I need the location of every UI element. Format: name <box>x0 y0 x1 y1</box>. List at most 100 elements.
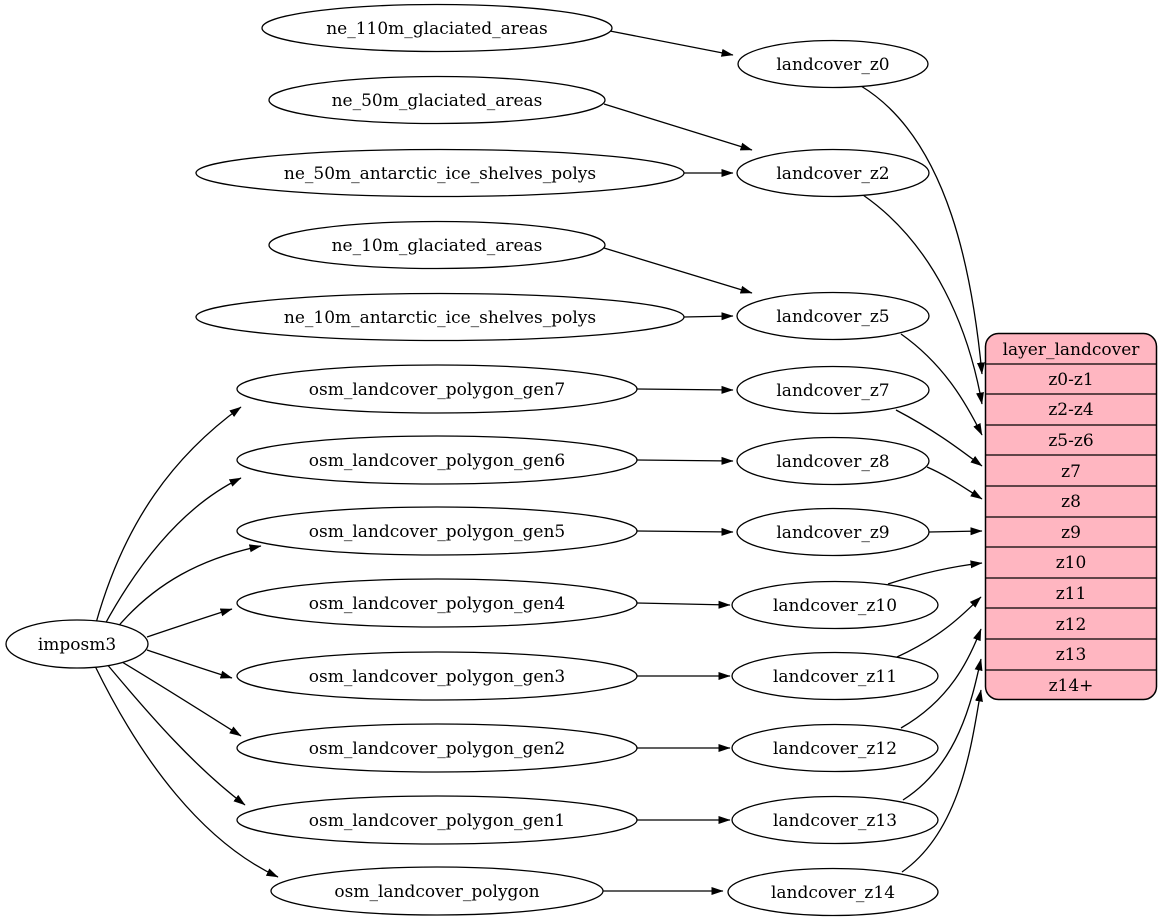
node-ne-50m-antarctic-ice-shelves-polys: ne_50m_antarctic_ice_shelves_polys <box>195 148 685 198</box>
ellipse <box>270 866 604 916</box>
node-landcover-z0: landcover_z0 <box>737 39 929 89</box>
edge-z2-row-z2z4 <box>862 194 984 405</box>
node-osm-landcover-polygon-gen4: osm_landcover_polygon_gen4 <box>236 578 638 628</box>
label: osm_landcover_polygon_gen7 <box>309 380 565 400</box>
record-row-z7: z7 <box>1061 462 1081 482</box>
ellipse <box>731 580 939 630</box>
label: landcover_z9 <box>776 523 889 543</box>
label: landcover_z5 <box>776 307 889 327</box>
label: osm_landcover_polygon <box>334 882 539 902</box>
node-imposm3: imposm3 <box>5 619 149 669</box>
edge-imposm3-gen2 <box>116 658 242 737</box>
edge-ne50m-glaciated-z2 <box>603 103 753 151</box>
node-osm-landcover-polygon-gen7: osm_landcover_polygon_gen7 <box>236 364 638 414</box>
node-landcover-z9: landcover_z9 <box>736 507 930 557</box>
ellipse <box>236 795 638 845</box>
label: landcover_z7 <box>776 381 889 401</box>
label: landcover_z13 <box>773 811 897 831</box>
imposm3-label: imposm3 <box>38 635 116 655</box>
edge-imposm3-gen5 <box>114 544 262 631</box>
edge-z13-row-z13 <box>902 658 983 801</box>
ellipse <box>236 506 638 556</box>
label: osm_landcover_polygon_gen1 <box>309 811 565 831</box>
edge-imposm3-gen3 <box>146 649 233 679</box>
edge-gen6-z8 <box>636 456 734 465</box>
node-landcover-z11: landcover_z11 <box>731 651 939 701</box>
edge-gen5-z9 <box>636 527 734 536</box>
edge-z14-row-z14 <box>901 689 983 873</box>
record-row-z9: z9 <box>1061 523 1081 543</box>
record-row-z10: z10 <box>1056 553 1087 573</box>
edge-ne10m-antarctic-z5 <box>683 312 734 321</box>
label: osm_landcover_polygon_gen3 <box>309 667 565 687</box>
edge-z10-row-z10 <box>887 560 983 585</box>
node-landcover-z10: landcover_z10 <box>731 580 939 630</box>
node-landcover-z13: landcover_z13 <box>731 795 939 845</box>
node-ne-50m-glaciated-areas: ne_50m_glaciated_areas <box>268 75 606 125</box>
ellipse <box>195 292 685 342</box>
ellipse <box>236 723 638 773</box>
edge-z12-row-z12 <box>900 628 982 729</box>
record-row-z13: z13 <box>1056 645 1087 665</box>
label: landcover_z2 <box>776 164 889 184</box>
ellipse <box>268 75 606 125</box>
record-row-z12: z12 <box>1056 615 1087 635</box>
record-title: layer_landcover <box>1003 340 1141 360</box>
node-landcover-z12: landcover_z12 <box>731 723 939 773</box>
edge-imposm3-gen6 <box>103 477 242 627</box>
record-row-z2-z4: z2-z4 <box>1048 400 1093 420</box>
ellipse <box>736 291 930 341</box>
edge-imposm3-gen1 <box>105 662 246 806</box>
label: ne_110m_glaciated_areas <box>326 19 548 39</box>
node-landcover-z2: landcover_z2 <box>736 148 930 198</box>
record-row-z5-z6: z5-z6 <box>1048 431 1093 451</box>
edges-imposm3 <box>94 406 279 878</box>
label: ne_50m_glaciated_areas <box>332 91 543 111</box>
edge-z8-row-z8 <box>926 466 983 500</box>
ellipse <box>236 435 638 485</box>
edge-imposm3-gen7 <box>95 406 242 624</box>
ellipse <box>736 148 930 198</box>
record-row-z8: z8 <box>1061 492 1081 512</box>
edge-z9-row-z9 <box>928 527 983 536</box>
edge-z0-row-z0z1 <box>860 85 985 375</box>
ellipse <box>727 867 939 917</box>
edge-gen4-z10 <box>636 600 731 609</box>
ellipse <box>195 148 685 198</box>
record-row-z11: z11 <box>1056 584 1087 604</box>
node-landcover-z8: landcover_z8 <box>736 436 930 486</box>
record-row-z0-z1: z0-z1 <box>1048 370 1093 390</box>
edge-z7-row-z7 <box>895 409 983 467</box>
ellipse <box>236 578 638 628</box>
ellipse <box>268 220 606 270</box>
node-ne-110m-glaciated-areas: ne_110m_glaciated_areas <box>261 3 613 53</box>
label: landcover_z12 <box>773 739 897 759</box>
ellipse <box>736 436 930 486</box>
edge-ne10m-glaciated-z5 <box>603 247 753 294</box>
node-osm-landcover-polygon-gen3: osm_landcover_polygon_gen3 <box>236 651 638 701</box>
label: landcover_z0 <box>776 55 889 75</box>
edge-z11-row-z11 <box>896 596 982 658</box>
record-separators <box>985 363 1157 671</box>
record-row-z14: z14+ <box>1049 676 1094 696</box>
node-ne-10m-antarctic-ice-shelves-polys: ne_10m_antarctic_ice_shelves_polys <box>195 292 685 342</box>
ellipse <box>731 651 939 701</box>
node-landcover-z7: landcover_z7 <box>736 365 930 415</box>
label: osm_landcover_polygon_gen5 <box>309 522 565 542</box>
label: landcover_z14 <box>771 883 895 903</box>
ellipse <box>236 651 638 701</box>
node-ne-10m-glaciated-areas: ne_10m_glaciated_areas <box>268 220 606 270</box>
ellipse <box>736 507 930 557</box>
node-osm-landcover-polygon-gen5: osm_landcover_polygon_gen5 <box>236 506 638 556</box>
node-osm-landcover-polygon-gen2: osm_landcover_polygon_gen2 <box>236 723 638 773</box>
node-osm-landcover-polygon: osm_landcover_polygon <box>270 866 604 916</box>
node-landcover-z14: landcover_z14 <box>727 867 939 917</box>
ellipse <box>236 364 638 414</box>
edge-gen7-z7 <box>636 385 734 394</box>
ellipse <box>261 3 613 53</box>
label: osm_landcover_polygon_gen6 <box>309 451 565 471</box>
node-layer-landcover: layer_landcover z0-z1 z2-z4 z5-z6 z7 z8 … <box>984 332 1158 701</box>
label: landcover_z10 <box>773 596 897 616</box>
node-landcover-z5: landcover_z5 <box>736 291 930 341</box>
